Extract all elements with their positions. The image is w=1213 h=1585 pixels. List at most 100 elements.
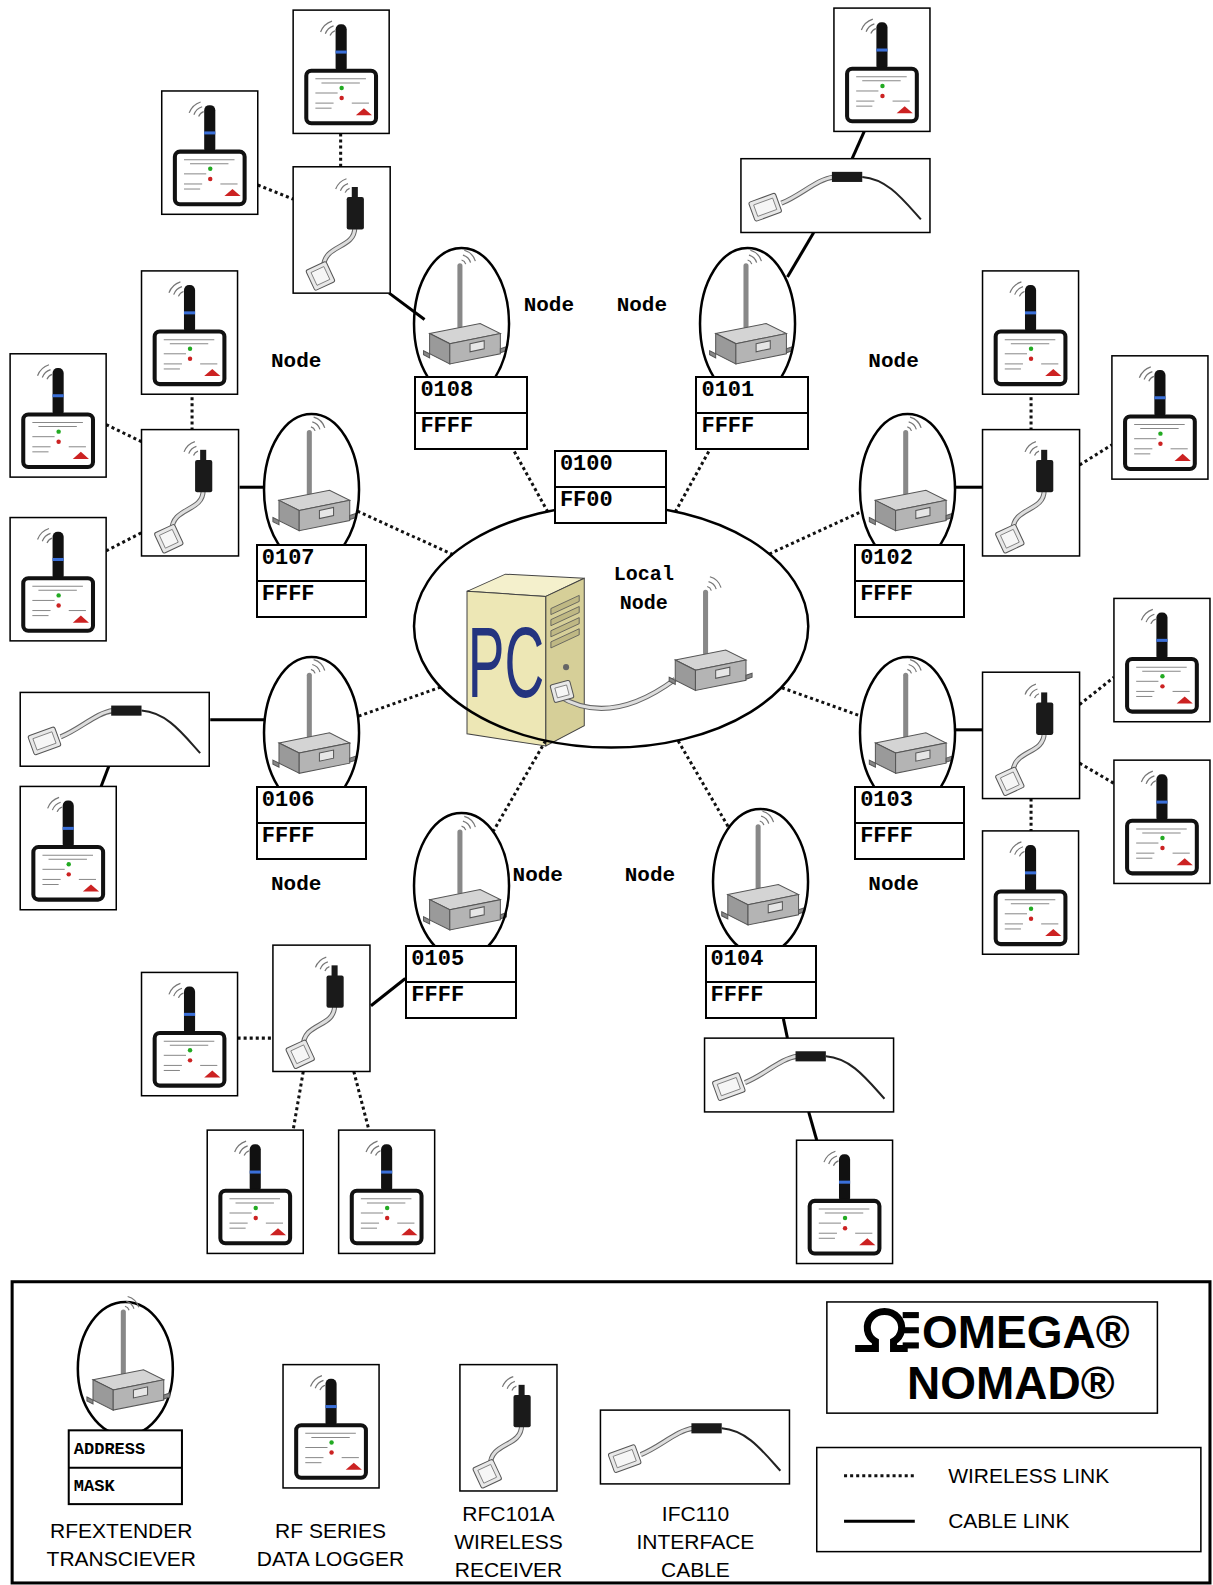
antenna: [307, 675, 312, 736]
extender-icon: [669, 577, 752, 691]
cable: [1013, 733, 1044, 773]
print-line: [1005, 339, 1056, 340]
address-text: 0100: [560, 452, 613, 477]
device-frame: [983, 271, 1079, 394]
node-label: Node: [271, 873, 321, 896]
print-line: [1136, 858, 1152, 859]
antenna-band: [1156, 801, 1167, 804]
data-logger-icon: [207, 1130, 303, 1253]
wireless-link: [339, 133, 342, 166]
led: [1029, 347, 1033, 351]
radio-wave: [48, 797, 59, 808]
radio-wave: [38, 529, 49, 540]
radio-wave: [194, 451, 198, 455]
antenna: [204, 105, 215, 154]
logger-body: [23, 414, 93, 467]
radio-wave: [376, 1151, 381, 1156]
drawing-part: [1000, 529, 1019, 548]
led: [1029, 357, 1033, 361]
led: [188, 347, 192, 351]
radio-wave: [1149, 376, 1154, 381]
legend-address-divider: [69, 1467, 182, 1469]
device-frame: [460, 1365, 557, 1491]
print-line: [1041, 363, 1058, 364]
logo-mark: [270, 1228, 286, 1235]
print-line: [190, 163, 228, 164]
extender-node: 0107FFFF: [256, 412, 367, 618]
radio-wave: [1019, 852, 1024, 857]
device-frame: [834, 8, 930, 131]
logo-frame: [827, 1302, 1158, 1413]
drive-bay: [551, 629, 579, 648]
print-line: [321, 82, 359, 83]
db9-connector: [285, 1040, 315, 1070]
print-line: [305, 1457, 323, 1458]
drawing-part: [555, 685, 569, 698]
led: [1160, 836, 1164, 840]
radio-wave: [1035, 451, 1039, 455]
radio-wave: [320, 1385, 325, 1390]
print-line: [49, 859, 87, 860]
extender-node: 0104FFFF: [705, 807, 817, 1020]
radio-wave: [239, 1146, 247, 1154]
drawing-part: [754, 198, 777, 216]
cable: [722, 1428, 781, 1470]
radio-wave: [235, 1141, 246, 1152]
cable: [641, 1428, 694, 1454]
led: [208, 167, 212, 171]
print-line: [397, 1223, 414, 1224]
led: [188, 1048, 192, 1052]
radio-wave: [52, 802, 60, 810]
node-label: Node: [513, 864, 563, 887]
radio-wave: [366, 1141, 377, 1152]
print-line: [32, 446, 50, 447]
wireless-link: [258, 185, 293, 199]
radio-wave: [1025, 442, 1036, 452]
radio-wave: [311, 427, 315, 431]
print-line: [856, 90, 878, 91]
print-line: [1173, 691, 1190, 692]
cable: [745, 1056, 798, 1082]
antenna-band: [325, 1405, 336, 1408]
print-line: [1005, 899, 1056, 900]
address-cell: 0106: [258, 788, 365, 822]
logo-mark: [1045, 929, 1061, 936]
drawing-part: [748, 193, 782, 222]
device-frame: [142, 271, 238, 394]
cable-link: [809, 1112, 817, 1140]
db9-connector: [995, 524, 1025, 554]
radio-wave: [325, 967, 329, 971]
print-line: [361, 1228, 377, 1229]
print-line: [1171, 448, 1188, 449]
db9-connector: [28, 727, 62, 756]
extender-face: [869, 518, 875, 525]
device-frame: [983, 831, 1079, 954]
power-button: [563, 664, 569, 670]
led: [56, 440, 60, 444]
led: [188, 1058, 192, 1062]
wireless-link: [1080, 677, 1114, 704]
antenna: [1025, 845, 1036, 894]
extender-face: [273, 760, 279, 767]
device-frame: [983, 430, 1080, 556]
logger-body: [996, 332, 1066, 385]
print-line: [42, 869, 64, 870]
print-line: [1005, 363, 1023, 364]
radio-wave: [340, 184, 348, 191]
receiver-body: [326, 975, 343, 1007]
radio-wave: [320, 962, 328, 969]
radio-wave: [189, 102, 200, 113]
wireless-link: [106, 533, 141, 551]
radio-wave: [463, 821, 471, 828]
extender-face: [716, 667, 730, 678]
cable: [490, 1425, 521, 1465]
radio-wave: [910, 417, 921, 428]
extender-face: [279, 743, 299, 773]
device-frame: [293, 167, 390, 293]
print-line: [236, 1202, 274, 1203]
cable: [303, 1006, 334, 1046]
print-line: [1011, 903, 1049, 904]
print-line: [305, 1462, 321, 1463]
db9-connector: [550, 680, 574, 703]
data-logger-icon: [983, 271, 1079, 394]
